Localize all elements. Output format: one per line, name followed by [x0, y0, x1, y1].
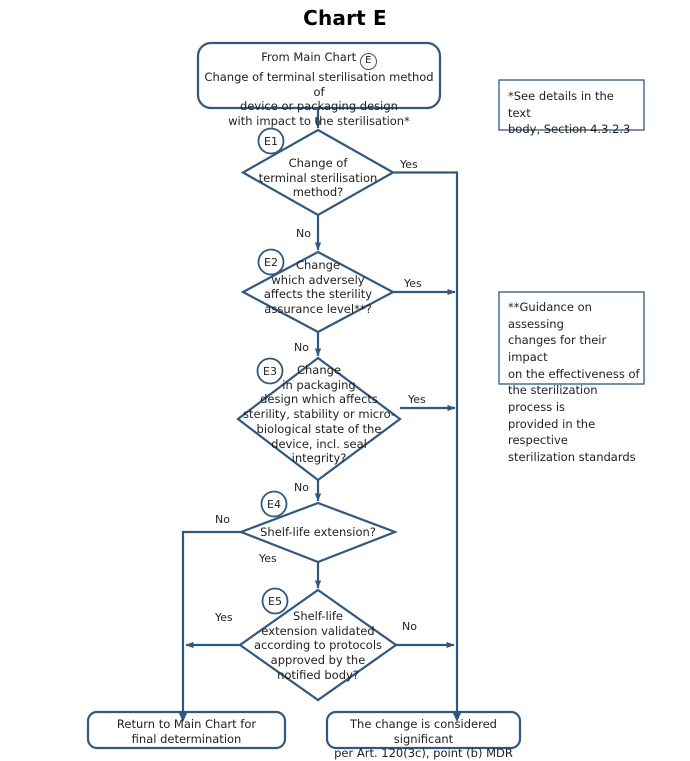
- decision-e5-line4: approved by the: [270, 653, 366, 668]
- decision-e3-no-label: No: [294, 481, 309, 494]
- decision-e3-tag: E3: [263, 365, 277, 378]
- return-to-main-chart-text: Return to Main Chart for final determina…: [90, 717, 283, 746]
- decision-e1-no-label: No: [296, 227, 311, 240]
- note-double-asterisk-line4: the sterilization process is: [508, 383, 598, 415]
- note-double-asterisk-text: **Guidance on assessing changes for thei…: [508, 299, 640, 466]
- decision-e5-yes-label: Yes: [215, 611, 233, 624]
- note-single-asterisk-text: *See details in the text body, Section 4…: [508, 88, 640, 138]
- start-node-badge-e: E: [359, 53, 377, 70]
- decision-e3-line4: sterility, stability or micro-: [243, 407, 395, 422]
- decision-e1-yes-label: Yes: [400, 158, 418, 171]
- decision-e4-yes-label: Yes: [259, 552, 277, 565]
- decision-e2-line4: assurance level**?: [264, 302, 372, 317]
- decision-e5-tag: E5: [268, 595, 282, 608]
- decision-e2-text: Change which adversely affects the steri…: [243, 258, 393, 317]
- significant-change-text: The change is considered significant per…: [329, 717, 518, 761]
- decision-e3-yes-label: Yes: [408, 393, 426, 406]
- decision-e1-line2: terminal sterilisation: [258, 170, 378, 185]
- significant-change-line1: The change is considered significant: [350, 717, 497, 746]
- decision-e1-line3: method?: [292, 185, 344, 200]
- note-double-asterisk-line2: changes for their impact: [508, 333, 607, 365]
- page-title: Chart E: [303, 6, 387, 30]
- decision-e5-line1: Shelf-life: [293, 609, 343, 623]
- start-node-line4: with impact to the sterilisation*: [228, 114, 410, 129]
- return-to-main-chart-line2: final determination: [131, 731, 242, 746]
- note-double-asterisk-line1: **Guidance on assessing: [508, 300, 592, 331]
- decision-e1-tag: E1: [264, 135, 278, 148]
- note-single-asterisk-line2: body, Section 4.3.2.3: [508, 122, 631, 137]
- decision-e3-line1: Change: [296, 363, 342, 377]
- decision-e2-no-label: No: [294, 341, 309, 354]
- decision-e2-yes-label: Yes: [404, 277, 422, 290]
- decision-e2-line1: Change: [295, 258, 341, 272]
- start-node-line1: From Main Chart: [261, 50, 357, 64]
- start-node-line3: device or packaging design: [240, 99, 398, 114]
- note-double-asterisk-line6: sterilization standards: [508, 450, 636, 465]
- decision-e3-line7: integrity?: [291, 451, 347, 466]
- start-node-line2: Change of terminal sterilisation method …: [204, 70, 434, 99]
- note-double-asterisk-line3: on the effectiveness of: [508, 366, 640, 381]
- decision-e4-tag: E4: [267, 498, 281, 511]
- decision-e4-line1: Shelf-life extension?: [260, 525, 376, 539]
- decision-e3-line3: design which affects: [260, 392, 378, 407]
- decision-e5-line5: notified body?: [277, 667, 359, 682]
- decision-e5-line2: extension validated: [261, 623, 375, 638]
- decision-e1-line1: Change of: [288, 156, 348, 170]
- start-node-text: From Main Chart E Change of terminal ste…: [200, 50, 438, 129]
- note-double-asterisk-line5: provided in the respective: [508, 416, 596, 448]
- decision-e2-line3: affects the sterility: [263, 287, 373, 302]
- decision-e2-line2: which adversely: [271, 272, 365, 287]
- decision-e5-no-label: No: [402, 620, 417, 633]
- decision-e2-tag: E2: [264, 256, 278, 269]
- significant-change-line2: per Art. 120(3c), point (b) MDR: [334, 746, 513, 761]
- decision-e3-line6: device, incl. seal: [271, 436, 367, 451]
- decision-e1-text: Change of terminal sterilisation method?: [243, 156, 393, 200]
- decision-e4-text: Shelf-life extension?: [245, 525, 391, 540]
- decision-e5-text: Shelf-life extension validated according…: [245, 609, 391, 683]
- decision-e5-line3: according to protocols: [253, 638, 383, 653]
- decision-e3-line2: in packaging: [282, 377, 356, 392]
- decision-e4-no-label: No: [215, 513, 230, 526]
- return-to-main-chart-line1: Return to Main Chart for: [116, 717, 257, 731]
- decision-e3-line5: biological state of the: [256, 421, 382, 436]
- note-single-asterisk-line1: *See details in the text: [508, 89, 614, 120]
- decision-e3-text: Change in packaging design which affects…: [238, 363, 400, 466]
